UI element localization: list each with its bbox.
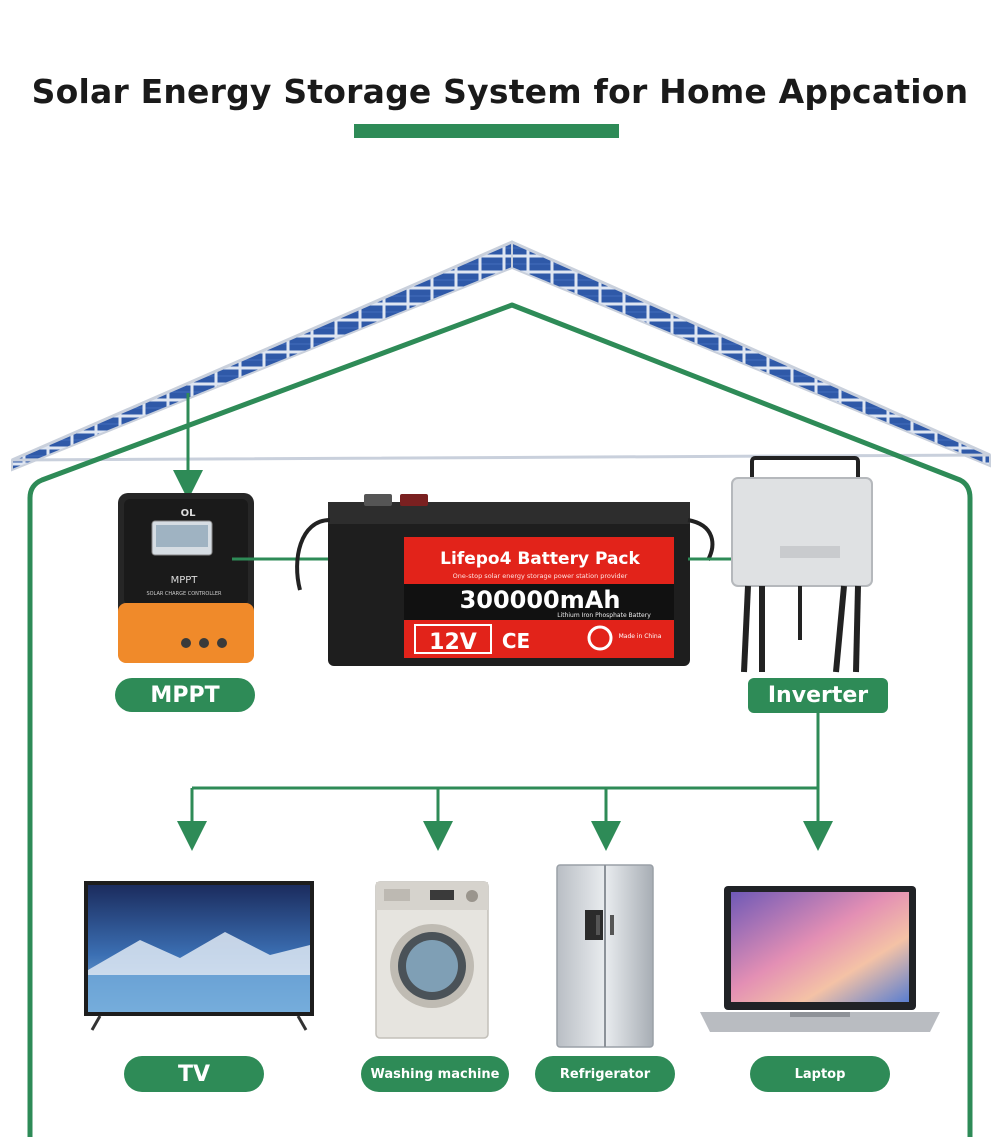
appliance-label-laptop: Laptop	[750, 1056, 890, 1092]
battery-capacity: 300000mAh	[460, 586, 621, 614]
distribution-lines	[177, 712, 833, 851]
appliance-label-washing-machine: Washing machine	[361, 1056, 509, 1092]
controller-model: MPPT	[171, 575, 199, 586]
appliance-label-refrigerator: Refrigerator	[535, 1056, 675, 1092]
refrigerator-icon	[556, 864, 654, 1048]
inverter-label: Inverter	[748, 678, 888, 713]
page-title: Solar Energy Storage System for Home App…	[31, 72, 969, 111]
battery-origin: Made in China	[619, 633, 662, 640]
title-underline	[354, 124, 619, 138]
battery-pack-icon	[295, 494, 715, 666]
controller-label: MPPT	[115, 678, 255, 712]
laptop-icon	[700, 886, 940, 1032]
battery-heading: Lifepo4 Battery Pack	[440, 549, 640, 569]
battery-cert: CE	[502, 629, 530, 653]
appliance-label-tv: TV	[124, 1056, 264, 1092]
controller-brand: OL	[181, 508, 197, 519]
battery-tagline: One-stop solar energy storage power stat…	[453, 572, 628, 580]
washing-machine-icon	[375, 881, 489, 1039]
controller-subtitle: SOLAR CHARGE CONTROLLER	[146, 591, 222, 597]
house-outline	[27, 302, 973, 1137]
battery-voltage: 12V	[429, 630, 477, 655]
charge-controller-icon	[118, 493, 254, 663]
tv-icon	[84, 881, 314, 1031]
inverter-icon	[731, 456, 873, 673]
battery-chemistry: Lithium Iron Phosphate Battery	[557, 612, 651, 619]
solar-roof-icon	[11, 240, 991, 472]
